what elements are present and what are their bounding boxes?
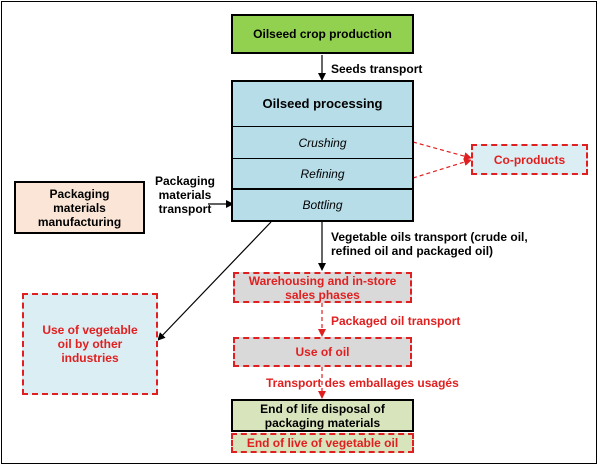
node-use-of-oil-label: Use of oil <box>295 345 350 359</box>
arrow-to-other-industries <box>157 221 272 341</box>
edge-label-vegetable-oils-transport: Vegetable oils transport (crude oil, ref… <box>331 230 528 258</box>
arrow-crushing-coproducts <box>412 141 472 160</box>
node-end-of-life-oil-label: End of live of vegetable oil <box>246 436 399 450</box>
node-oilseed-processing-label: Oilseed processing <box>262 96 383 111</box>
node-bottling: Bottling <box>231 188 414 222</box>
edge-label-seeds-transport: Seeds transport <box>331 62 423 76</box>
node-use-of-oil: Use of oil <box>233 337 412 367</box>
node-use-by-other-industries: Use of vegetable oil by other industries <box>22 293 158 395</box>
node-warehousing: Warehousing and in-store sales phases <box>233 272 412 303</box>
node-end-of-life-oil: End of live of vegetable oil <box>231 433 414 453</box>
edge-label-transport-emballages: Transport des emballages usagés <box>266 376 459 390</box>
node-packaging-manufacturing-label: Packaging materials manufacturing <box>37 186 122 229</box>
node-end-of-life-packaging-label: End of life disposal of packaging materi… <box>260 401 385 430</box>
node-crushing: Crushing <box>231 127 414 159</box>
node-use-by-other-industries-label: Use of vegetable oil by other industries <box>42 323 138 365</box>
node-refining-label: Refining <box>300 167 345 181</box>
node-warehousing-label: Warehousing and in-store sales phases <box>248 273 397 302</box>
node-oilseed-crop-production: Oilseed crop production <box>231 14 414 54</box>
node-packaging-manufacturing: Packaging materials manufacturing <box>14 181 145 234</box>
node-co-products: Co-products <box>471 144 588 175</box>
node-refining: Refining <box>231 159 414 190</box>
node-oilseed-crop-production-label: Oilseed crop production <box>253 27 392 41</box>
node-co-products-label: Co-products <box>493 152 566 167</box>
node-bottling-label: Bottling <box>302 198 343 212</box>
edge-label-packaged-oil-transport: Packaged oil transport <box>331 314 461 328</box>
node-end-of-life-packaging: End of life disposal of packaging materi… <box>231 399 414 432</box>
edge-label-packaging-transport: Packaging materials transport <box>154 174 216 216</box>
arrow-refining-coproducts <box>412 158 472 179</box>
node-oilseed-processing: Oilseed processing <box>231 80 414 128</box>
node-crushing-label: Crushing <box>298 135 347 150</box>
